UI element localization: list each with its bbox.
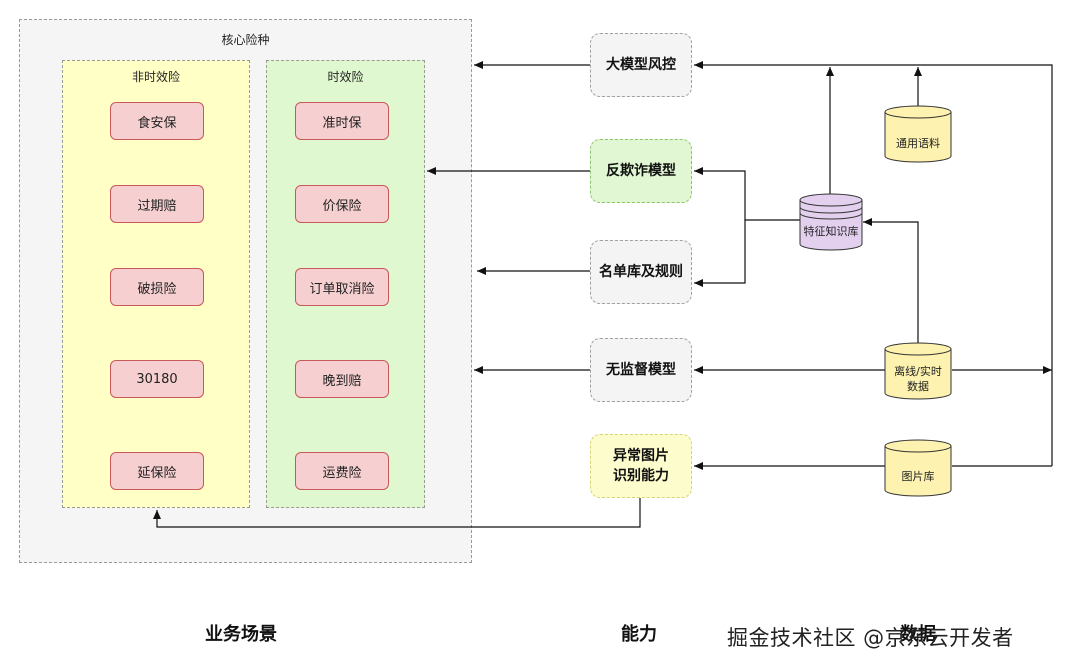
core-insurance-title: 核心险种 [221, 33, 270, 47]
insurance-item: 运费险 [295, 452, 389, 490]
abnormal-image-line2: 识别能力 [613, 468, 669, 484]
timely-title: 时效险 [327, 70, 364, 84]
insurance-item: 过期赔 [110, 185, 204, 223]
insurance-item: 食安保 [110, 102, 204, 140]
corpus-db-label: 通用语料 [896, 136, 940, 150]
abnormal-image-line1: 异常图片 [613, 448, 669, 464]
list-rules-box: 名单库及规则 [590, 240, 692, 304]
insurance-item: 准时保 [295, 102, 389, 140]
non-timely-title: 非时效险 [131, 70, 180, 84]
anti-fraud-box: 反欺诈模型 [590, 139, 692, 203]
footer-capability: 能力 [621, 624, 657, 645]
insurance-item: 订单取消险 [295, 268, 389, 306]
risk-control-box: 大模型风控 [590, 33, 692, 97]
watermark: 掘金技术社区 @京东云开发者 [727, 626, 1014, 650]
insurance-item: 价保险 [295, 185, 389, 223]
offline-data-db: 离线/实时 数据 [885, 361, 951, 397]
insurance-item: 30180 [110, 360, 204, 398]
abnormal-image-box: 异常图片 识别能力 [590, 434, 692, 498]
unsupervised-box: 无监督模型 [590, 338, 692, 402]
footer-data: 数据 [900, 624, 936, 645]
insurance-item: 延保险 [110, 452, 204, 490]
offline-data-line1: 离线/实时 [894, 365, 942, 378]
insurance-item: 破损险 [110, 268, 204, 306]
image-lib-label: 图片库 [901, 469, 935, 483]
feature-kb-label: 特征知识库 [803, 224, 859, 238]
insurance-item: 晚到赔 [295, 360, 389, 398]
footer-scenario: 业务场景 [205, 624, 277, 645]
offline-data-line2: 数据 [907, 380, 929, 393]
